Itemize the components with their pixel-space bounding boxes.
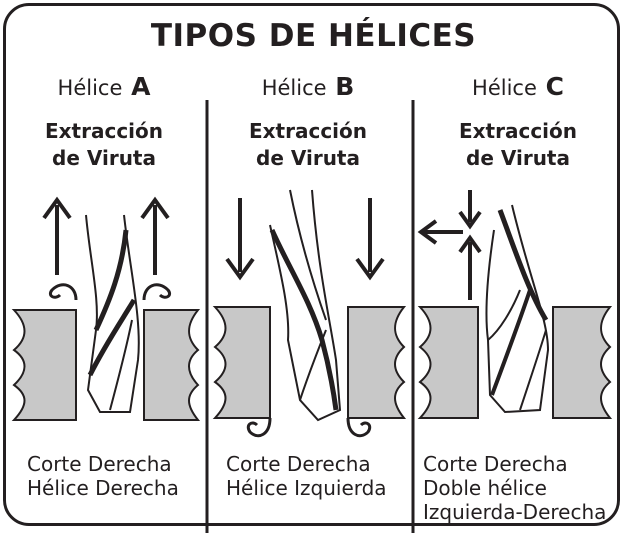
helix-c-drill [485,204,550,414]
helix-a-extraction-line1: Extracción [44,119,164,143]
helix-c-caption-line3: Izquierda-Derecha [423,500,607,524]
helix-a-chip-arrow-left [42,196,72,275]
helix-c-chip-arrow-down [458,190,482,230]
helix-c-chip-arrow-up [458,234,482,300]
helix-b-chip-arrow-left [225,198,255,281]
helix-c-caption: Corte Derecha Doble hélice Izquierda-Der… [423,452,606,524]
helix-a-heading: Hélice A [4,72,204,101]
helix-a-extraction-label: Extracción de Viruta [4,118,204,172]
helix-b-drill [269,189,342,422]
helix-b-word: Hélice [261,76,327,100]
helix-c-letter: C [545,72,564,101]
helix-b-workpiece-left [212,306,271,419]
helix-c-workpiece-left [417,306,479,419]
helix-a-word: Hélice [57,76,123,100]
helix-b-chip-curl-right [346,417,372,438]
helix-b-caption: Corte Derecha Hélice Izquierda [226,452,387,500]
helix-c-chip-arrow-left [417,219,463,245]
helix-a-chip-arrow-right [140,196,170,275]
helix-a-caption-line2: Hélice Derecha [27,476,179,500]
helix-a-letter: A [131,72,151,101]
helix-a-illustration [11,196,201,421]
diagram-frame [3,3,620,526]
helix-c-caption-line2: Doble hélice [423,476,547,500]
helix-b-extraction-label: Extracción de Viruta [208,118,408,172]
helix-a-workpiece-left [11,309,77,421]
helix-c-illustration [417,190,613,419]
helix-a-drill [85,214,140,413]
helix-b-caption-line2: Hélice Izquierda [226,476,387,500]
helix-b-heading: Hélice B [208,72,408,101]
helix-c-workpiece-right [552,306,613,419]
helix-b-extraction-line2: de Viruta [256,146,360,170]
helix-c-extraction-label: Extracción de Viruta [418,118,618,172]
helix-c-extraction-line2: de Viruta [466,146,570,170]
helix-a-chip-curl-right [142,283,172,301]
helix-a-chip-curl-left [48,283,78,301]
helix-a-extraction-line2: de Viruta [52,146,156,170]
helix-a-caption-line1: Corte Derecha [27,452,172,476]
helix-b-chip-curl-left [246,417,272,438]
helix-a-workpiece-right [143,309,201,421]
helix-b-illustration [212,189,407,438]
helix-b-chip-arrow-right [355,198,385,281]
helix-c-heading: Hélice C [418,72,618,101]
helix-b-extraction-line1: Extracción [248,119,368,143]
helix-b-caption-line1: Corte Derecha [226,452,371,476]
helix-c-extraction-line1: Extracción [458,119,578,143]
helix-b-workpiece-right [347,306,407,419]
helix-a-caption: Corte Derecha Hélice Derecha [27,452,179,500]
helix-b-letter: B [335,72,355,101]
helix-c-caption-line1: Corte Derecha [423,452,568,476]
helix-c-word: Hélice [472,76,537,100]
diagram-title: TIPOS DE HÉLICES [150,18,477,54]
